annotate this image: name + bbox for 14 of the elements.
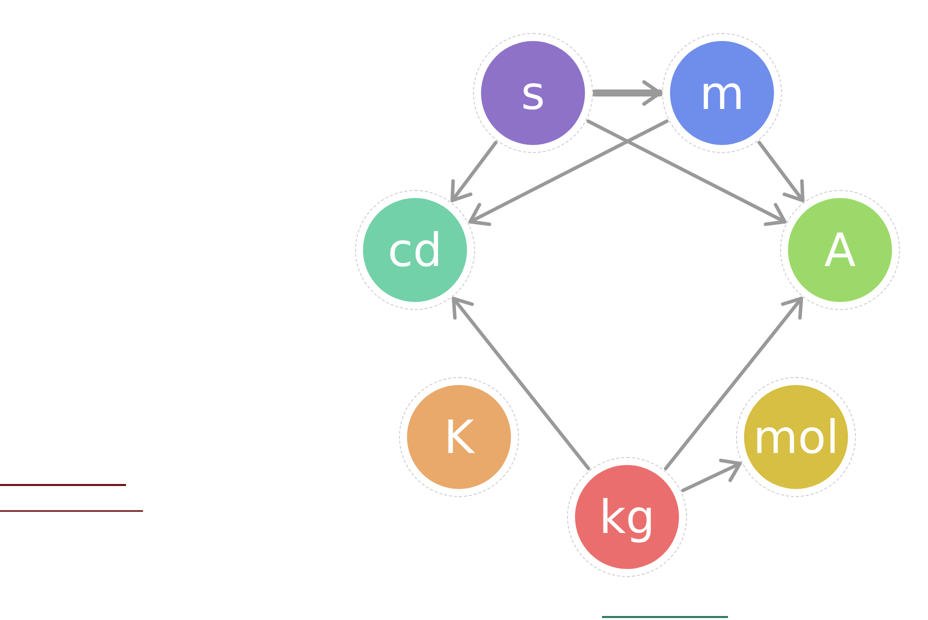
arrow bbox=[586, 119, 787, 226]
unit-symbol: K bbox=[444, 414, 474, 460]
arrow bbox=[681, 458, 742, 492]
unit-symbol: m bbox=[700, 70, 744, 116]
arrow bbox=[592, 80, 664, 106]
arrow bbox=[758, 140, 804, 202]
unit-symbol: A bbox=[824, 227, 856, 273]
arrow bbox=[450, 140, 498, 202]
unit-symbol: mol bbox=[753, 414, 839, 460]
arrow bbox=[452, 296, 590, 470]
arrow bbox=[468, 119, 669, 226]
unit-symbol: s bbox=[521, 70, 545, 116]
unit-symbol: cd bbox=[388, 227, 442, 273]
arrow bbox=[664, 296, 804, 470]
